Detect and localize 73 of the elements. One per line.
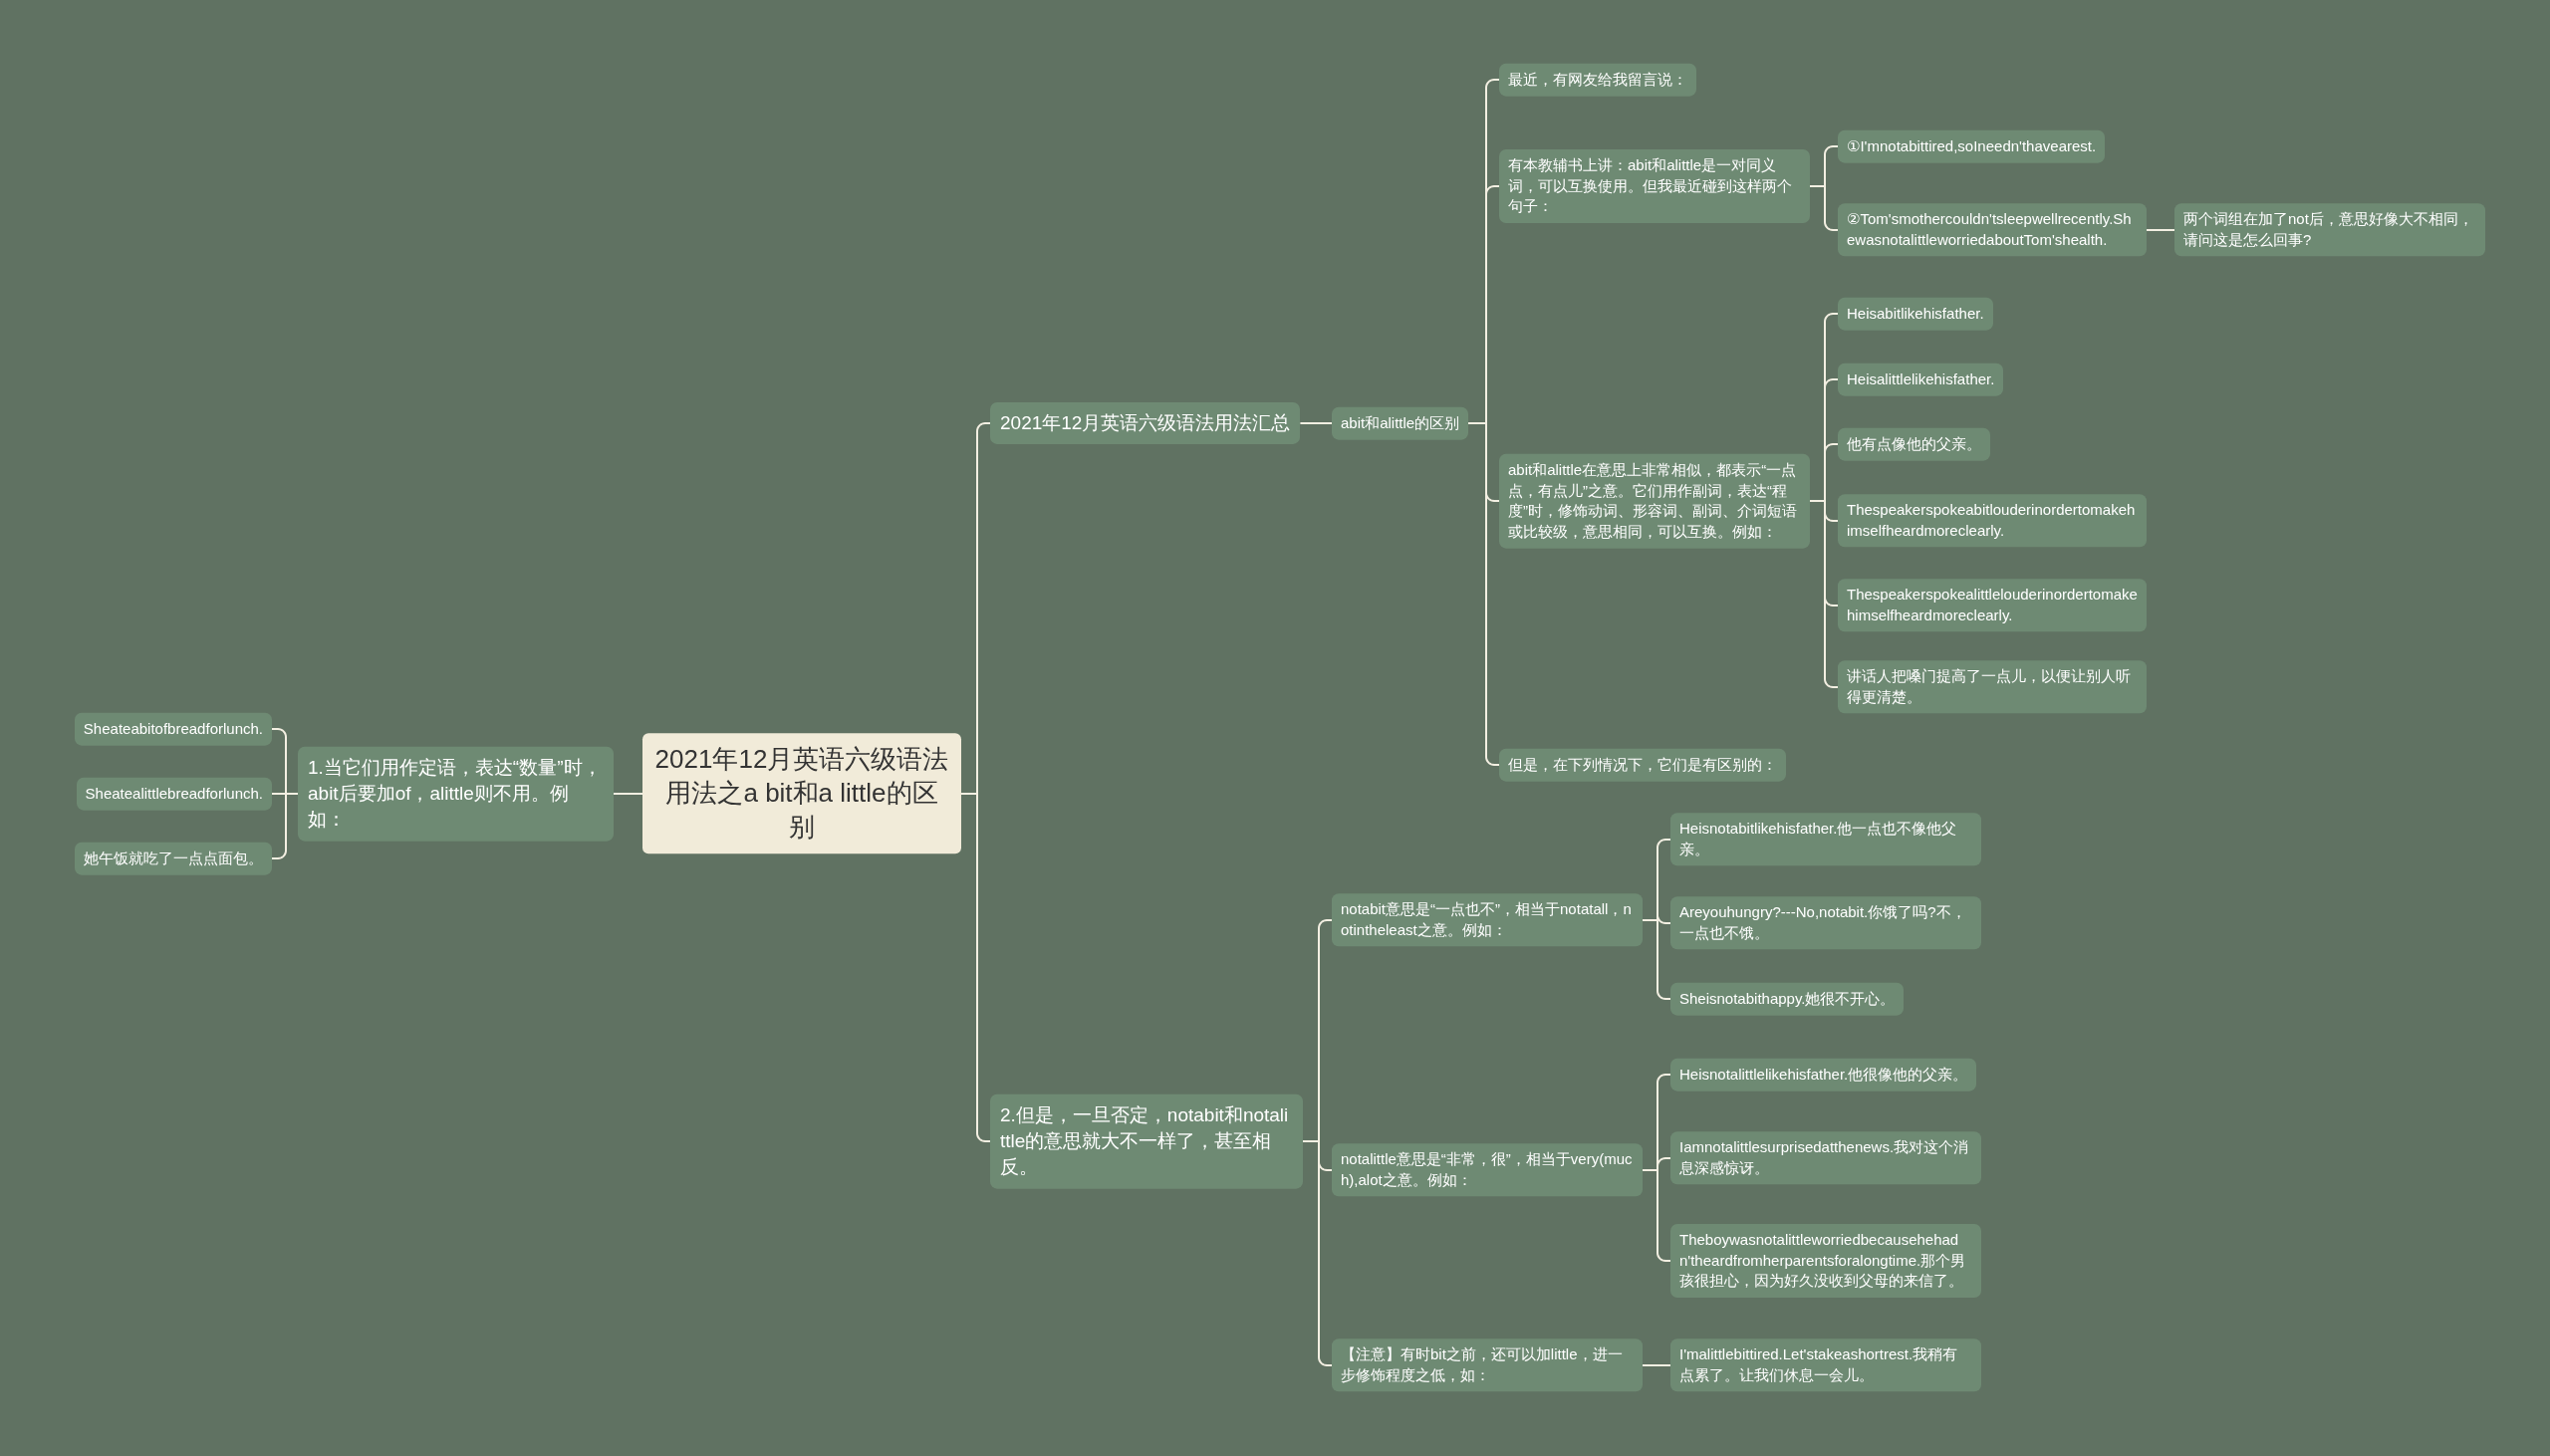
topic-text: Thespeakerspokealittlelouderinordertomakehimselfheardmoreclearly. xyxy=(1847,585,2138,625)
detail-card xyxy=(1670,896,1981,950)
topic-text: Heisalittlelikehisfather. xyxy=(1847,368,1995,389)
detail-card xyxy=(1670,982,1905,1016)
topic-text: 2021年12月英语六级语法用法之a bit和a little的区别 xyxy=(654,743,949,844)
topic-text: Sheateabitofbreadforlunch. xyxy=(83,718,263,739)
topic-text: notabit意思是“一点也不”，相当于notatall，notintheleast之意。例如： xyxy=(1341,899,1633,940)
subtopic-card xyxy=(1332,893,1643,947)
detail-card xyxy=(1670,1223,1981,1299)
detail-card xyxy=(1499,148,1810,224)
connector-line xyxy=(1302,1140,1333,1366)
topic-card xyxy=(990,401,1301,445)
detail-card xyxy=(1838,203,2147,257)
topic-text: ②Tom'smothercouldn'tsleepwellrecently.ShewasnotalittleworriedaboutTom'shealth. xyxy=(1847,209,2133,250)
detail-card xyxy=(75,842,272,875)
topic-text: 1.当它们用作定语，表达“数量”时，abit后要加of，alittle则不用。例如： xyxy=(308,755,603,833)
detail-card xyxy=(1670,1338,1981,1392)
detail-card xyxy=(1838,297,1993,331)
topic-text: 2021年12月英语六级语法用法汇总 xyxy=(1000,410,1291,435)
connector-line xyxy=(613,793,643,795)
detail-card xyxy=(1838,129,2106,163)
topic-text: 最近，有网友给我留言说： xyxy=(1508,69,1687,90)
topic-text: notalittle意思是“非常，很”，相当于very(much),alot之意。例如： xyxy=(1341,1149,1634,1190)
detail-card xyxy=(1838,579,2147,632)
subtopic-card xyxy=(1332,1338,1643,1392)
detail-card xyxy=(1670,1058,1977,1092)
topic-text: 两个词组在加了not后，意思好像大不相同，请问这是怎么回事? xyxy=(2183,209,2474,250)
detail-card xyxy=(76,777,272,811)
topic-text: Thespeakerspokeabitlouderinordertomakehimselfheardmoreclearly. xyxy=(1847,500,2137,541)
topic-text: 2.但是，一旦否定，notabit和notalittle的意思就大不一样了，甚至相反。 xyxy=(1000,1102,1290,1180)
topic-text: 但是，在下列情况下，它们是有区别的： xyxy=(1508,754,1777,775)
detail-card xyxy=(1499,63,1696,97)
detail-card xyxy=(1499,748,1786,782)
topic-text: 讲话人把嗓门提高了一点儿，以便让别人听得更清楚。 xyxy=(1847,666,2132,707)
connector-line xyxy=(1642,1169,1671,1262)
topic-text: Sheisnotabithappy.她很不开心。 xyxy=(1679,988,1896,1009)
detail-card xyxy=(1838,494,2147,548)
detail-card xyxy=(2174,203,2485,257)
connector-line xyxy=(271,793,299,859)
subtopic-card xyxy=(1332,406,1469,440)
detail-card xyxy=(1838,660,2147,714)
topic-text: abit和alittle在意思上非常相似，都表示“一点点，有点儿”之意。它们用作副词，表达“程度”时，修饰动词、形容词、副词、介词短语或比较级，意思相同，可以互换。例如： xyxy=(1508,459,1798,542)
detail-card xyxy=(1670,1131,1981,1185)
topic-text: Heisabitlikehisfather. xyxy=(1847,303,1984,324)
connector-line xyxy=(960,793,991,1142)
connector-line xyxy=(1299,422,1333,424)
connector-line xyxy=(1809,500,1839,688)
connector-line xyxy=(2146,229,2175,231)
topic-text: Sheatealittlebreadforlunch. xyxy=(85,783,263,804)
topic-text: 她午饭就吃了一点点面包。 xyxy=(84,848,263,868)
central-topic-card xyxy=(642,733,961,854)
topic-text: 【注意】有时bit之前，还可以加little，进一步修饰程度之低，如： xyxy=(1341,1344,1624,1385)
connector-line xyxy=(1642,1364,1671,1366)
connector-line xyxy=(1809,185,1839,231)
detail-card xyxy=(1670,813,1981,866)
connector-line xyxy=(1642,919,1671,1000)
topic-text: Areyouhungry?---No,notabit.你饿了吗?不，一点也不饿。 xyxy=(1679,902,1967,943)
topic-text: I'malittlebittired.Let'stakeashortrest.我稍有点累了。让我们休息一会儿。 xyxy=(1679,1344,1959,1385)
detail-card xyxy=(1499,453,1810,549)
topic-text: Heisnotalittlelikehisfather.他很像他的父亲。 xyxy=(1679,1064,1968,1085)
topic-card xyxy=(990,1093,1303,1189)
topic-text: 他有点像他的父亲。 xyxy=(1847,433,1981,454)
topic-text: Iamnotalittlesurprisedatthenews.我对这个消息深感惊讶。 xyxy=(1679,1137,1970,1178)
topic-text: Theboywasnotalittleworriedbecausehehadn'theardfromherparentsforalongtime.那个男孩很担心，因为好久没收到父母的来信了。 xyxy=(1679,1229,1967,1292)
detail-card xyxy=(1838,363,2004,396)
topic-card xyxy=(298,746,614,842)
detail-card xyxy=(1838,427,1990,461)
topic-text: abit和alittle的区别 xyxy=(1341,412,1460,433)
detail-card xyxy=(74,712,272,746)
subtopic-card xyxy=(1332,1143,1643,1197)
topic-text: 有本教辅书上讲：abit和alittle是一对同义词，可以互换使用。但我最近碰到这样两个句子： xyxy=(1508,154,1793,217)
topic-text: ①I'mnotabittired,soIneedn'thavearest. xyxy=(1847,135,2097,156)
topic-text: Heisnotabitlikehisfather.他一点也不像他父亲。 xyxy=(1679,819,1958,859)
